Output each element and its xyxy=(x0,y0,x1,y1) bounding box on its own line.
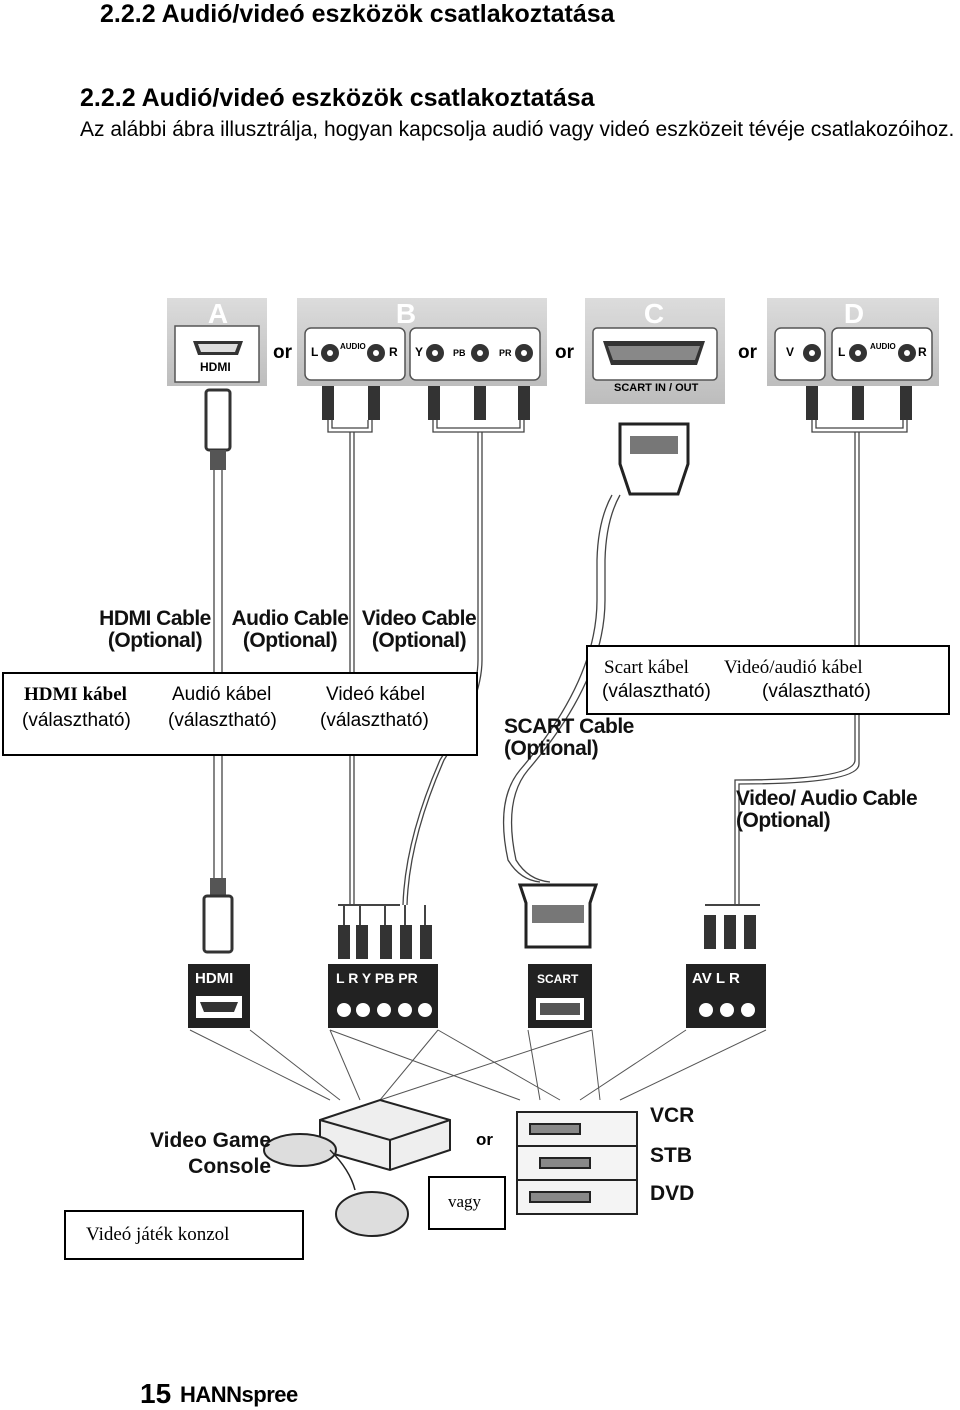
panel-letter-b: B xyxy=(395,298,417,329)
audio-cable-sub-hu: (választható) xyxy=(168,710,277,731)
audio-cable-label-en: Audio Cable(Optional) xyxy=(231,607,349,652)
device-port-panels xyxy=(188,964,766,1028)
video-audio-cable-title-hu: Videó/audió kábel xyxy=(724,657,863,678)
panel-letter-c: C xyxy=(643,298,665,329)
or-label-3: or xyxy=(738,342,757,363)
game-console-text-hu: Videó játék konzol xyxy=(86,1224,230,1245)
device-jacks xyxy=(337,1003,755,1017)
port-d-l: L xyxy=(838,345,846,359)
port-b-l: L xyxy=(311,345,319,359)
hdmi-cable-title-hu: HDMI kábel xyxy=(24,684,127,705)
running-title: 2.2.2 Audió/videó eszközök csatlakoztatá… xyxy=(100,0,615,28)
port-d-v: V xyxy=(786,345,795,359)
scart-in-out-label: SCART IN / OUT xyxy=(614,382,699,394)
or-label-1: or xyxy=(273,342,292,363)
top-plugs xyxy=(204,386,912,496)
port-d-r: R xyxy=(918,345,927,359)
panel-letter-a: A xyxy=(207,298,229,329)
audio-cable-title-hu: Audió kábel xyxy=(172,684,272,705)
page-number: 15 xyxy=(140,1378,172,1409)
av-device-stack xyxy=(516,1111,638,1215)
scart-cable-label-en: SCART Cable(Optional) xyxy=(504,715,634,760)
video-audio-cable-label-en: Video/ Audio Cable(Optional) xyxy=(736,787,918,832)
device-hdmi-label: HDMI xyxy=(195,970,234,987)
callout-game-console: Videó játék konzol xyxy=(64,1210,304,1260)
section-title: 2.2.2 Audió/videó eszközök csatlakoztatá… xyxy=(80,84,595,112)
hdmi-cable-label-en: HDMI Cable(Optional) xyxy=(99,607,211,652)
brand-logo: HANNspree xyxy=(180,1382,298,1407)
bottom-plugs xyxy=(202,878,760,959)
device-avlr-label: AV L R xyxy=(692,970,740,987)
hdmi-cable-sub-hu: (választható) xyxy=(22,710,131,731)
stb-label: STB xyxy=(650,1144,692,1167)
callout-cables-right: Scart kábel (választható) Videó/audió ká… xyxy=(586,645,950,715)
port-b-y: Y xyxy=(415,345,424,359)
dvd-label: DVD xyxy=(650,1182,695,1205)
port-b-r: R xyxy=(389,345,398,359)
vagy-text: vagy xyxy=(448,1192,482,1211)
video-cable-sub-hu: (választható) xyxy=(320,710,429,731)
port-b-pb: PB xyxy=(453,348,466,358)
video-cable-label-en: Video Cable(Optional) xyxy=(361,607,477,652)
device-lrypbpr-label: L R Y PB PR xyxy=(336,970,418,986)
fan-lines xyxy=(189,1029,767,1101)
vcr-label: VCR xyxy=(650,1104,695,1127)
callout-cables-left: HDMI kábel (választható) Audió kábel (vá… xyxy=(2,672,478,756)
or-devices-label: or xyxy=(476,1130,493,1149)
intro-paragraph: Az alábbi ábra illusztrálja, hogyan kapc… xyxy=(80,118,955,141)
video-audio-cable-sub-hu: (választható) xyxy=(762,681,871,702)
video-cable-title-hu: Videó kábel xyxy=(326,684,425,705)
audio-small-label-b: AUDIO xyxy=(340,342,366,351)
scart-cable-sub-hu: (választható) xyxy=(602,681,711,702)
scart-cable-title-hu: Scart kábel xyxy=(604,657,689,678)
callout-vagy: vagy xyxy=(428,1176,506,1230)
audio-small-label-d: AUDIO xyxy=(870,342,896,351)
panel-letter-d: D xyxy=(843,298,865,329)
device-scart-label: SCART xyxy=(537,972,579,986)
port-b-pr: PR xyxy=(499,348,512,358)
hdmi-port-label: HDMI xyxy=(200,360,231,374)
or-label-2: or xyxy=(555,342,574,363)
